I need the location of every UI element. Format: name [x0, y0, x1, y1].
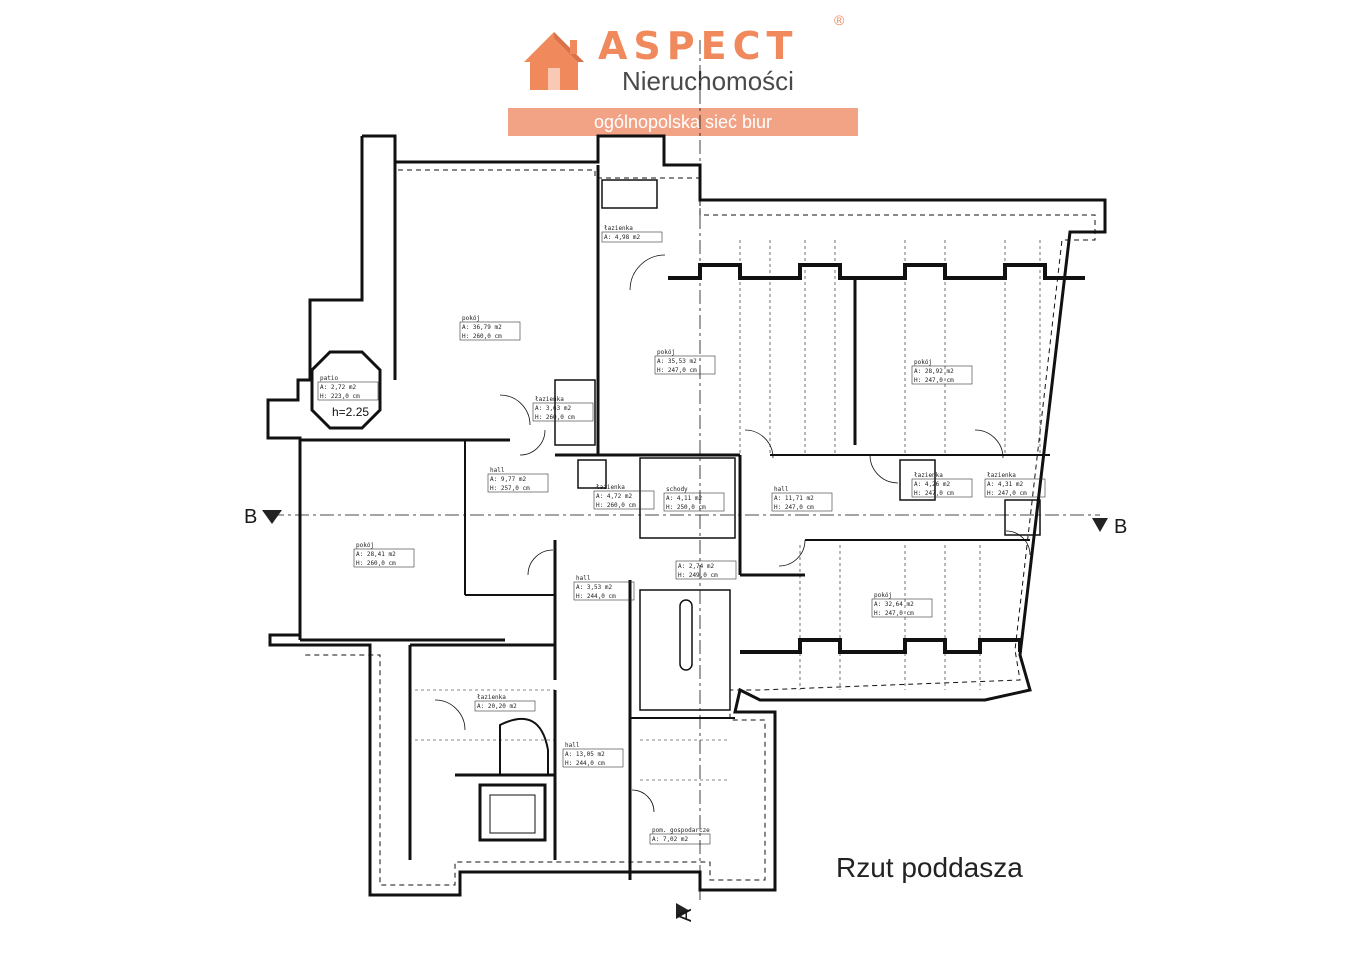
room-name: łazienka: [914, 472, 943, 479]
room-name: łazienka: [987, 472, 1016, 479]
room-area: A: 4,98 m2: [604, 234, 641, 241]
room-label-box: [984, 478, 1046, 498]
outer-wall: [266, 134, 1107, 897]
room-name: pokój: [874, 592, 892, 599]
room-area: A: 20,20 m2: [477, 703, 517, 710]
room-label-box: [532, 402, 594, 422]
room-label-box: [771, 492, 833, 512]
room-label-box: [353, 548, 415, 568]
logo-house-icon: [524, 32, 584, 90]
room-height: H: 247,0 cm: [657, 367, 697, 374]
room-label-box: [317, 381, 379, 401]
room-label-box: [601, 231, 663, 243]
room-label-box: [593, 490, 655, 510]
room-height: H: 260,0 cm: [356, 560, 396, 567]
room-label-box: [871, 598, 933, 618]
room-area: A: 7,02 m2: [652, 836, 689, 843]
room-height: H: 247,0 cm: [914, 490, 954, 497]
room-label-box: [663, 492, 725, 512]
room-height: H: 250,0 cm: [666, 504, 706, 511]
section-b-left-label: B: [244, 506, 258, 528]
room-area: A: 4,72 m2: [596, 493, 633, 500]
logo-subtitle: Nieruchomości: [622, 66, 794, 96]
logo-registered-mark: ®: [834, 12, 845, 28]
room-area: A: 2,72 m2: [320, 384, 357, 391]
room-name: hall: [490, 467, 505, 474]
room-name: hall: [774, 486, 789, 493]
room-area: A: 11,71 m2: [774, 495, 814, 502]
room-name: łazienka: [477, 694, 506, 701]
room-label-box: [911, 478, 973, 498]
room-area: A: 2,74 m2: [678, 563, 715, 570]
room-label-box: [649, 833, 711, 845]
room-area: A: 28,92 m2: [914, 368, 954, 375]
room-height: H: 247,0 cm: [774, 504, 814, 511]
room-area: A: 4,26 m2: [914, 481, 951, 488]
room-area: A: 3,63 m2: [535, 405, 572, 412]
room-label-box: [573, 581, 635, 601]
room-name: hall: [565, 742, 580, 749]
room-height: H: 260,0 cm: [535, 414, 575, 421]
room-height: H: 247,0 cm: [914, 377, 954, 384]
room-label-box: [562, 748, 624, 768]
room-area: A: 4,11 m2: [666, 495, 703, 502]
ceiling-note: h=2.25: [332, 405, 370, 419]
room-area: A: 28,41 m2: [356, 551, 396, 558]
room-name: schody: [666, 486, 688, 493]
room-height: H: 260,0 cm: [462, 333, 502, 340]
room-name: pom. gospodarcze: [652, 827, 710, 834]
room-label-box: [675, 560, 737, 580]
plan-title: Rzut poddasza: [836, 852, 1023, 883]
room-height: H: 247,0 cm: [987, 490, 1027, 497]
room-height: H: 223,0 cm: [320, 393, 360, 400]
room-label-box: [487, 473, 549, 493]
section-a-bottom-label: A: [674, 908, 696, 922]
logo-brand: ASPECT: [598, 24, 799, 68]
room-height: H: 260,0 cm: [596, 502, 636, 509]
room-label-box: [911, 365, 973, 385]
room-area: A: 35,53 m2: [657, 358, 697, 365]
room-height: H: 249,0 cm: [678, 572, 718, 579]
room-area: A: 32,64 m2: [874, 601, 914, 608]
room-area: A: 36,79 m2: [462, 324, 502, 331]
room-area: A: 13,05 m2: [565, 751, 605, 758]
room-name: łazienka: [596, 484, 625, 491]
room-name: pokój: [356, 542, 374, 549]
room-label-box: [459, 321, 521, 341]
room-name: łazienka: [535, 396, 564, 403]
room-name: pokój: [462, 315, 480, 322]
room-label-box: [474, 700, 536, 712]
room-name: hall: [576, 575, 591, 582]
room-height: H: 257,0 cm: [490, 485, 530, 492]
room-height: H: 244,0 cm: [576, 593, 616, 600]
room-label-box: [654, 355, 716, 375]
room-name: pokój: [914, 359, 932, 366]
section-b-right-label: B: [1114, 516, 1128, 538]
room-name: pokój: [657, 349, 675, 356]
room-area: A: 9,77 m2: [490, 476, 527, 483]
logo-banner: ogólnopolska sieć biur: [508, 108, 858, 136]
room-area: A: 3,53 m2: [576, 584, 613, 591]
room-height: H: 244,0 cm: [565, 760, 605, 767]
room-name: łazienka: [604, 225, 633, 232]
room-area: A: 4,31 m2: [987, 481, 1024, 488]
room-height: H: 247,0 cm: [874, 610, 914, 617]
room-name: patio: [320, 375, 338, 382]
